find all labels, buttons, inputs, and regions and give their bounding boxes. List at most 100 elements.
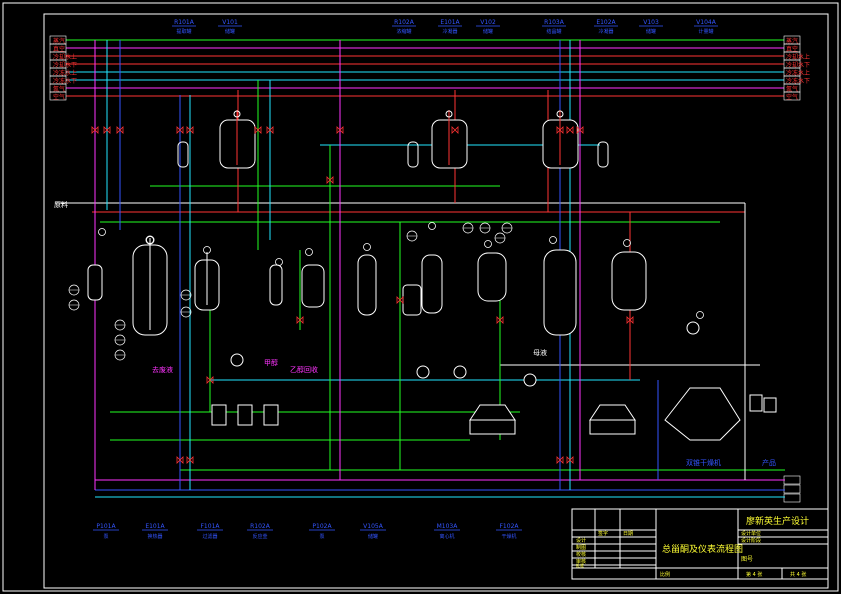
top-equipment-name: 计量罐 (698, 28, 713, 35)
util-right-label: 氮气 (786, 85, 798, 93)
vessel-9 (543, 249, 577, 336)
vessel-6 (357, 254, 377, 316)
top-equipment-tags: R101A提取罐V101储罐R102A浓缩罐E101A冷凝器V102储罐R103… (172, 19, 718, 35)
utility-tag-box-bottom (783, 484, 801, 494)
util-left-label: 冷冻水上 (53, 69, 77, 77)
label-dryer: 双锥干燥机 (686, 458, 721, 467)
filter-2 (237, 404, 253, 426)
valve-icon (296, 316, 304, 324)
pressure-gauge-icon (484, 240, 492, 248)
vessel-7 (421, 254, 443, 314)
util-left-label: 氮气 (53, 85, 65, 93)
pump-2 (416, 365, 430, 379)
valve-icon (576, 126, 584, 134)
bottom-equipment-name: 离心机 (439, 533, 454, 540)
title-block-drawing-name: 总甾酮及仪表流程图 (662, 543, 743, 555)
filter-1 (211, 404, 227, 426)
instrument-bubbles (68, 222, 513, 361)
bottom-equipment-tag: M103A (437, 523, 459, 530)
util-right-label: 空气 (786, 93, 798, 101)
title-block-col-a: 签字 (598, 530, 608, 537)
top-equipment-name: 储罐 (483, 28, 493, 35)
title-block-row-b: 设计阶段 (741, 537, 761, 544)
sign-row: 校核 (576, 551, 586, 558)
title-block-row-a: 设计单位 (741, 530, 761, 537)
main-vessels (87, 235, 700, 387)
pressure-gauge-icon (203, 246, 211, 254)
sign-row: 审核 (576, 558, 586, 565)
valve-icon (176, 456, 184, 464)
valve-icon (556, 126, 564, 134)
pump-4 (523, 373, 537, 387)
valve-icon (451, 126, 459, 134)
pump-3 (453, 365, 467, 379)
valve-icon (266, 126, 274, 134)
vessel-5 (301, 264, 325, 308)
title-block-sheets: 共 4 张 (790, 571, 806, 578)
process-labels: 甲醇 原料 去废液 乙醇回收 母液 产品 双锥干燥机 (54, 200, 776, 467)
valve-icon (326, 176, 334, 184)
pressure-gauge-icon (696, 311, 704, 319)
small-tank-top-2 (407, 141, 419, 168)
top-equipment-tag: V104A (696, 19, 717, 26)
bottom-equipment-name: 泵 (319, 534, 324, 540)
vessel-extractor (132, 235, 168, 336)
top-equipment-tag: V102 (480, 19, 496, 26)
bottom-equipment-name: 储罐 (368, 533, 378, 540)
reactor-top-3 (542, 110, 579, 169)
top-equipment-name: 结晶罐 (546, 28, 561, 35)
dryer-box (749, 394, 763, 412)
pump-1 (230, 353, 244, 367)
label-feed: 原料 (54, 200, 68, 209)
sign-row: 设计 (576, 537, 586, 544)
util-right-label: 真空 (786, 45, 798, 53)
small-tank-top-1 (177, 141, 189, 168)
bottom-equipment-tag: F101A (200, 523, 220, 530)
drawing-frame (43, 13, 829, 589)
vessel-4 (269, 264, 283, 306)
top-equipment-name: 冷凝器 (442, 28, 457, 35)
label-solvent: 甲醇 (264, 358, 278, 367)
top-equipment-tag: V101 (222, 19, 238, 26)
valve-icon (566, 126, 574, 134)
bottom-equipment-tag: P102A (312, 523, 332, 530)
sign-row: 批准 (576, 562, 584, 568)
util-left-label: 冷却水下 (53, 61, 77, 69)
pressure-gauge-icon (146, 236, 154, 244)
vessel-2 (194, 252, 220, 311)
filter-3 (263, 404, 279, 426)
bottom-equipment-tag: E101A (145, 523, 165, 530)
utility-tag-box-left (49, 91, 67, 101)
valve-icon (556, 456, 564, 464)
valve-icon (396, 296, 404, 304)
utility-labels-left: 蒸汽 真空 冷却水上 冷却水下 冷冻水上 冷冻水下 氮气 空气 (53, 37, 77, 101)
vessel-10 (611, 251, 647, 311)
util-left-label: 冷却水上 (53, 53, 77, 61)
top-equipment-tag: R102A (394, 19, 415, 26)
bottom-equipment-name: 反应釜 (252, 533, 267, 540)
valve-icon (566, 456, 574, 464)
utility-header-lines (49, 35, 801, 503)
bottom-equipment-tag: V105A (363, 523, 384, 530)
bottom-equipment-tag: F102A (499, 523, 519, 530)
util-right-label: 蒸汽 (786, 37, 798, 45)
util-right-label: 冷冻水下 (786, 77, 810, 85)
pressure-gauge-icon (305, 248, 313, 256)
valve-icon (186, 456, 194, 464)
small-tank-top-3 (597, 141, 609, 168)
top-equipment-name: 提取罐 (176, 28, 191, 35)
valve-icon (336, 126, 344, 134)
utility-labels-right: 蒸汽 真空 冷却水上 冷却水下 冷冻水上 冷冻水下 氮气 空气 (786, 37, 810, 101)
valves (91, 126, 634, 464)
title-block-col-b: 日期 (623, 531, 633, 537)
title-block-text: 廖新英生产设计 设计单位 设计阶段 总甾酮及仪表流程图 图号 比例 第 4 张 … (576, 515, 809, 578)
sign-row: 制图 (576, 544, 586, 551)
dryer-box-2 (763, 397, 777, 413)
valve-icon (116, 126, 124, 134)
label-mother-liquor: 母液 (533, 348, 547, 357)
top-equipment-tag: E102A (596, 19, 616, 26)
pressure-gauge-icon (275, 258, 283, 266)
process-piping (55, 40, 785, 498)
label-waste: 去废液 (152, 365, 173, 374)
